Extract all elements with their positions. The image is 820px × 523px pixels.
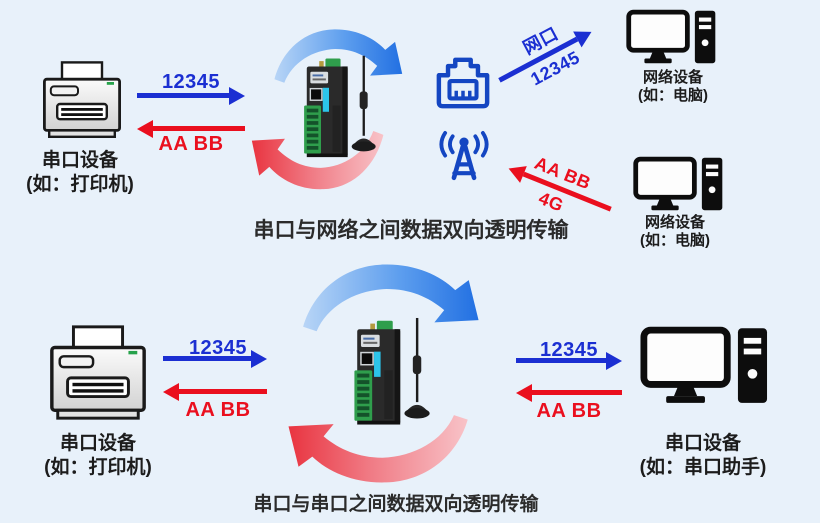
device-example: (如：串口助手) <box>639 457 767 478</box>
device-name: 网络设备 <box>644 214 705 231</box>
tx-data-label: 12345 <box>161 71 221 93</box>
rx-arrow <box>516 383 622 402</box>
rx-data-label: AA BB <box>185 399 251 421</box>
rx-arrow <box>163 382 267 401</box>
device-example: (如：电脑) <box>640 232 710 249</box>
desktop-computer-icon <box>633 156 723 214</box>
top-section-caption: 串口与网络之间数据双向透明传输 <box>253 219 569 242</box>
rx-data-label: AA BB <box>536 400 602 422</box>
tx-arrow <box>163 349 267 368</box>
signal-tower-icon <box>436 130 492 182</box>
device-example: (如：电脑) <box>638 87 708 104</box>
tx-arrow <box>516 351 622 370</box>
device-name: 串口设备 <box>664 433 741 454</box>
device-name: 串口设备 <box>41 150 118 171</box>
tx-data-label: 12345 <box>188 337 248 359</box>
serial-gateway-device-icon <box>353 317 431 426</box>
printer-icon <box>43 61 121 139</box>
printer-icon <box>50 325 146 420</box>
rx-data-label: AA BB <box>158 133 224 155</box>
device-example: (如：打印机) <box>44 457 152 478</box>
bottom-section-caption: 串口与串口之间数据双向透明传输 <box>253 494 539 515</box>
desktop-computer-icon <box>640 326 768 408</box>
cellular-device-label: 网络设备 (如：电脑) <box>615 214 735 250</box>
rx-arrow <box>137 119 245 138</box>
device-example: (如：打印机) <box>26 174 134 195</box>
device-name: 串口设备 <box>59 433 136 454</box>
ethernet-uplink-arrow-group: 网口 12345 <box>487 6 608 103</box>
serial-device-label: 串口设备 (如：打印机) <box>0 149 160 197</box>
ethernet-port-icon <box>433 55 493 111</box>
serial-device-label: 串口设备 (如：打印机) <box>18 432 178 480</box>
lan-device-label: 网络设备 (如：电脑) <box>613 69 733 105</box>
tx-data-label: 12345 <box>539 339 599 361</box>
desktop-computer-icon <box>626 8 716 68</box>
serial-peer-device-label: 串口设备 (如：串口助手) <box>613 432 793 480</box>
serial-gateway-device-icon <box>303 55 377 158</box>
device-name: 网络设备 <box>642 69 703 86</box>
tx-arrow <box>137 86 245 105</box>
